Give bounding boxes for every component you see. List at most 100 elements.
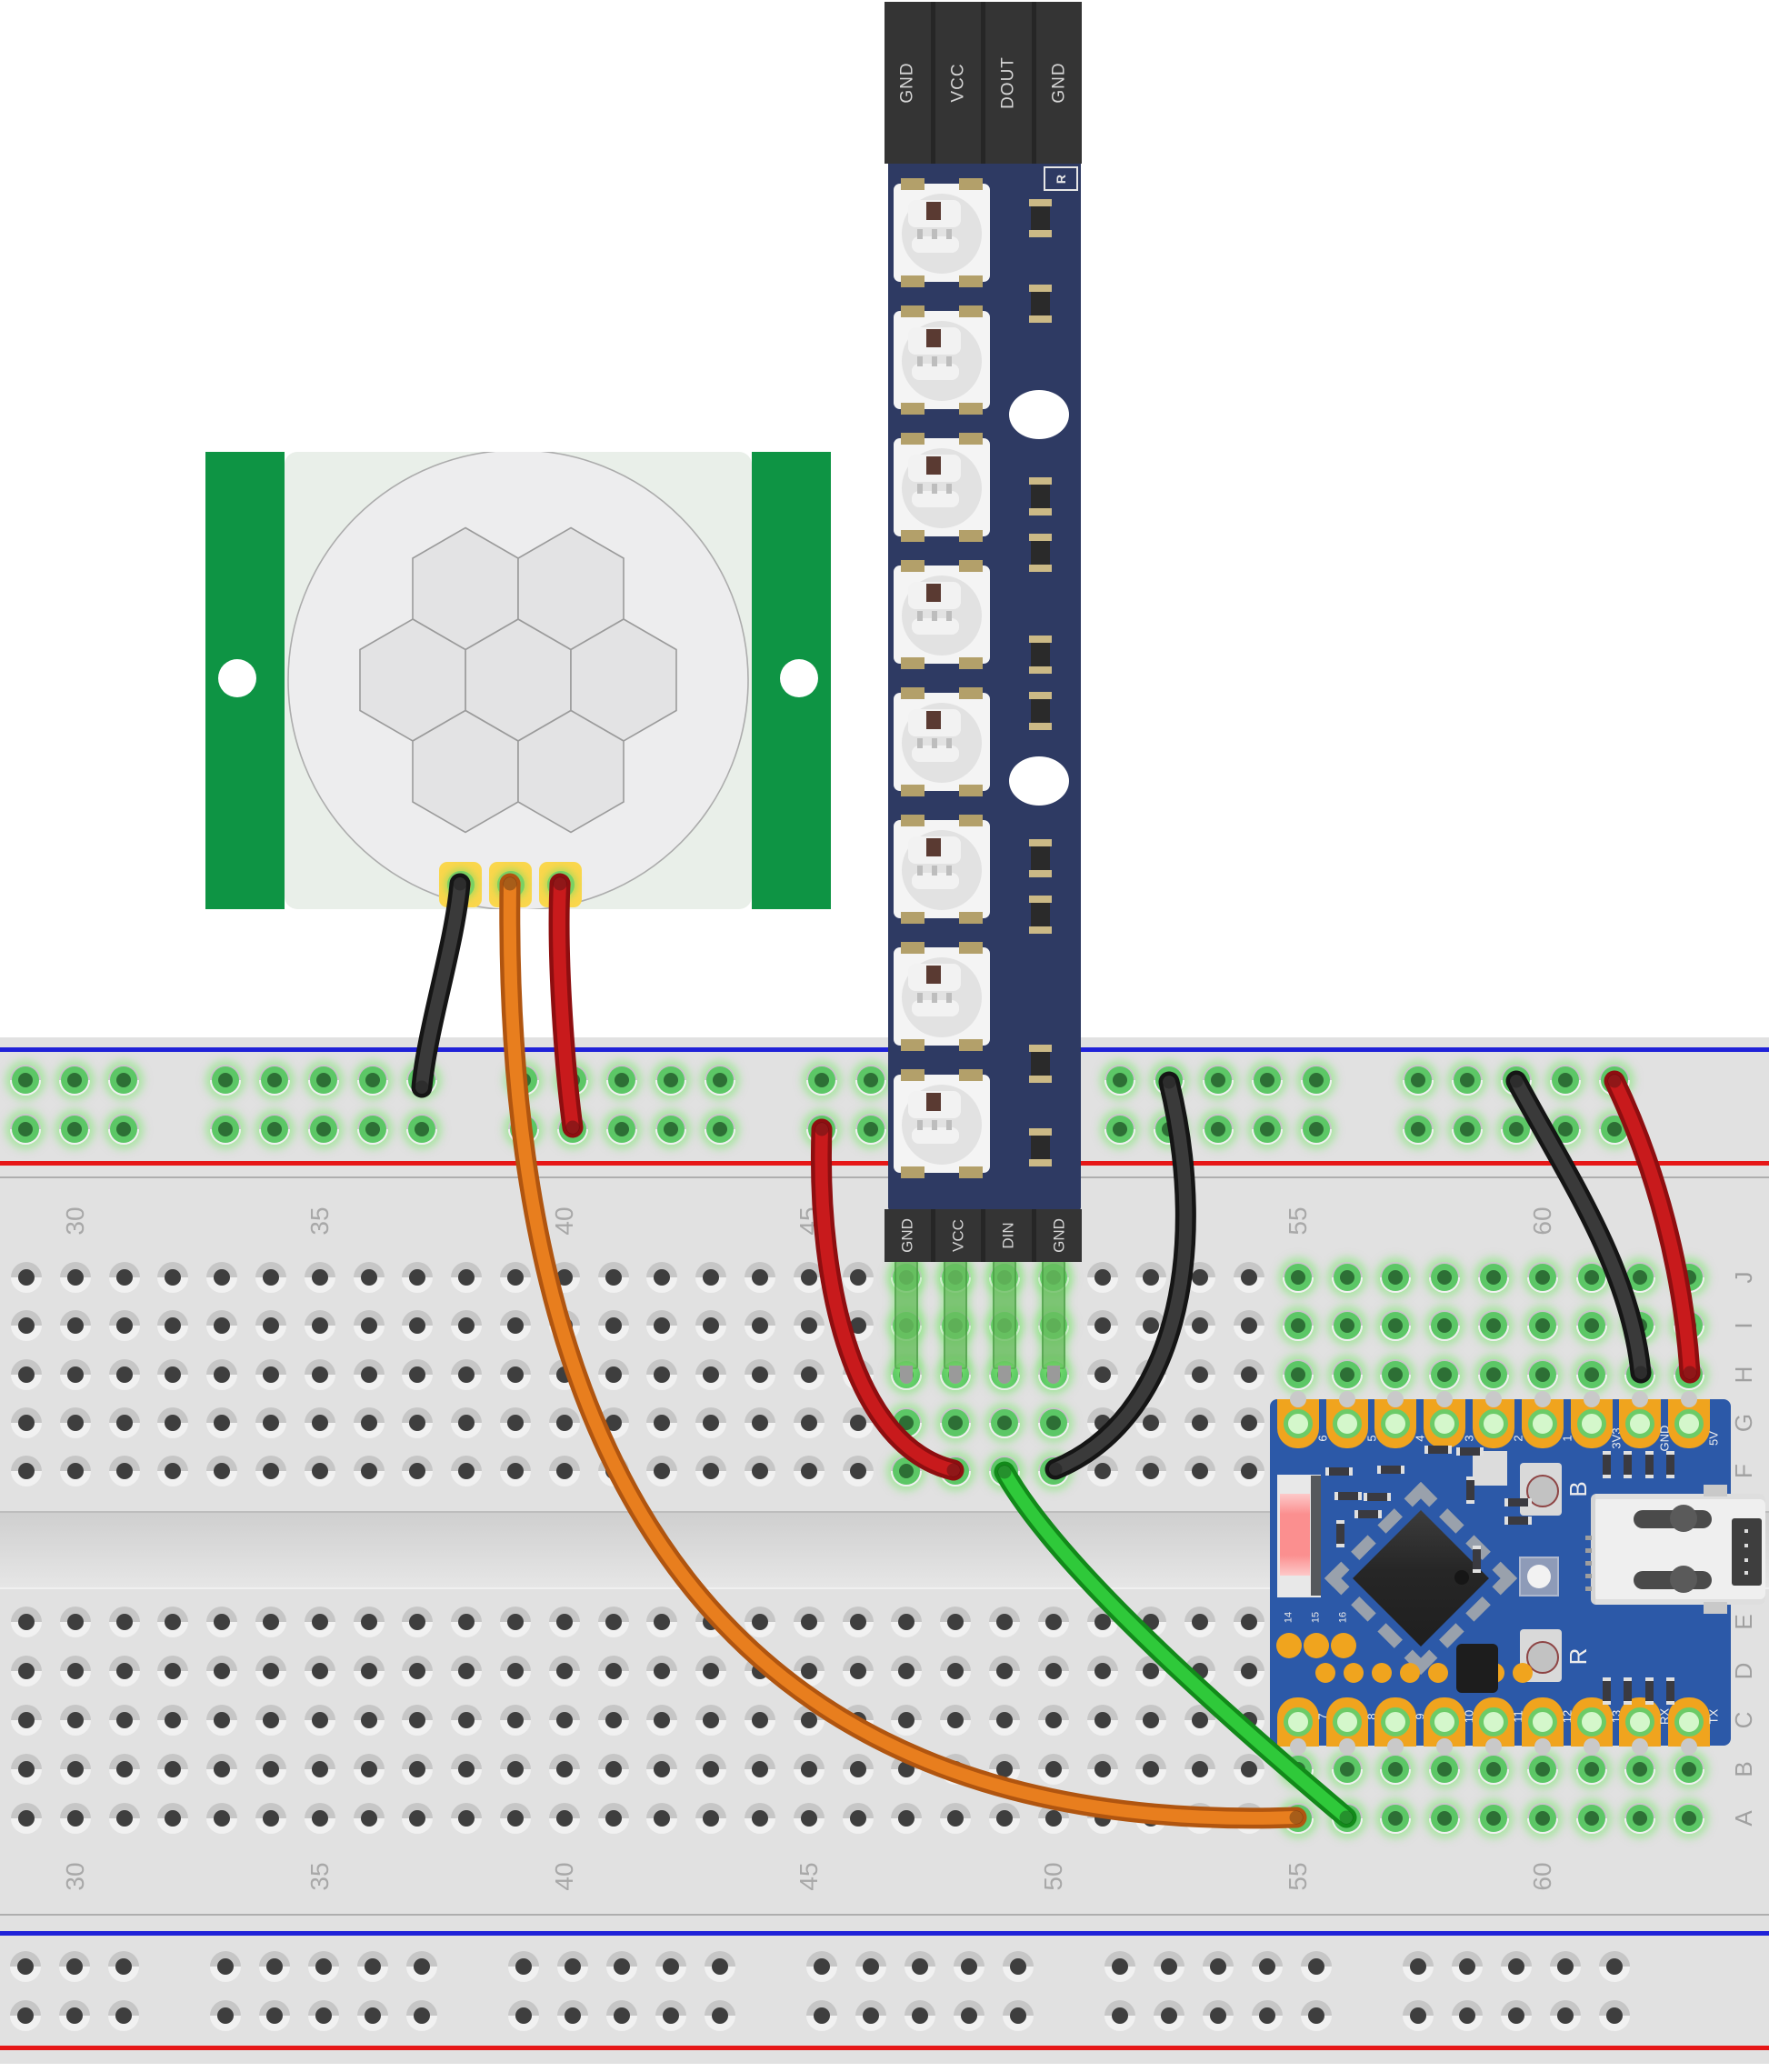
breadboard-hole[interactable] <box>646 1803 678 1834</box>
breadboard-hole[interactable] <box>59 1262 91 1293</box>
breadboard-hole[interactable] <box>954 1951 984 1982</box>
breadboard-hole[interactable] <box>402 1262 434 1293</box>
breadboard-hole[interactable] <box>308 1114 339 1145</box>
breadboard-hole[interactable] <box>940 1803 972 1834</box>
breadboard-hole[interactable] <box>353 1456 385 1486</box>
breadboard-hole[interactable] <box>108 2000 139 2031</box>
breadboard-hole[interactable] <box>1086 1656 1118 1687</box>
breadboard-hole[interactable] <box>745 1607 775 1637</box>
breadboard-hole[interactable] <box>806 2000 837 2031</box>
breadboard-hole[interactable] <box>1037 1656 1069 1687</box>
breadboard-hole[interactable] <box>500 1262 531 1293</box>
breadboard-hole[interactable] <box>597 1310 629 1341</box>
breadboard-hole[interactable] <box>402 1803 434 1834</box>
breadboard-hole[interactable] <box>59 1951 90 1982</box>
breadboard-hole[interactable] <box>646 1359 678 1390</box>
breadboard-hole[interactable] <box>695 1310 727 1341</box>
breadboard-hole[interactable] <box>597 1803 629 1834</box>
breadboard-hole[interactable] <box>1104 2000 1135 2031</box>
breadboard-hole[interactable] <box>451 1456 483 1486</box>
breadboard-hole[interactable] <box>745 1705 775 1736</box>
breadboard-hole[interactable] <box>1203 1065 1234 1096</box>
breadboard-hole[interactable] <box>1184 1754 1216 1785</box>
breadboard-hole[interactable] <box>451 1803 483 1834</box>
breadboard-hole[interactable] <box>402 1754 434 1785</box>
breadboard-hole[interactable] <box>451 1754 483 1785</box>
breadboard-hole[interactable] <box>606 1951 637 1982</box>
breadboard-hole[interactable] <box>806 1065 837 1096</box>
breadboard-hole[interactable] <box>1104 1065 1135 1096</box>
breadboard-hole[interactable] <box>255 1607 286 1637</box>
breadboard-hole[interactable] <box>59 1656 91 1687</box>
breadboard-hole[interactable] <box>402 1705 434 1736</box>
breadboard-hole[interactable] <box>255 1359 286 1390</box>
breadboard-hole[interactable] <box>11 1705 42 1736</box>
breadboard-hole[interactable] <box>500 1754 531 1785</box>
breadboard-hole[interactable] <box>1135 1456 1167 1486</box>
breadboard-hole[interactable] <box>940 1705 972 1736</box>
breadboard-hole[interactable] <box>1135 1705 1167 1736</box>
breadboard-hole[interactable] <box>1003 1951 1034 1982</box>
breadboard-hole[interactable] <box>548 1705 580 1736</box>
breadboard-hole[interactable] <box>308 1951 339 1982</box>
breadboard-hole[interactable] <box>108 1456 140 1486</box>
breadboard-hole[interactable] <box>989 1803 1020 1834</box>
breadboard-hole[interactable] <box>357 2000 388 2031</box>
breadboard-hole[interactable] <box>646 1456 678 1486</box>
breadboard-hole[interactable] <box>108 1656 140 1687</box>
breadboard-hole[interactable] <box>59 1754 91 1785</box>
breadboard-hole[interactable] <box>259 1065 290 1096</box>
breadboard-hole[interactable] <box>210 1951 241 1982</box>
breadboard-hole[interactable] <box>855 1951 886 1982</box>
breadboard-hole[interactable] <box>255 1803 286 1834</box>
breadboard-hole[interactable] <box>451 1705 483 1736</box>
breadboard-hole[interactable] <box>206 1607 238 1637</box>
breadboard-hole[interactable] <box>793 1656 825 1687</box>
breadboard-hole[interactable] <box>1184 1456 1216 1486</box>
breadboard-hole[interactable] <box>108 1262 140 1293</box>
breadboard-hole[interactable] <box>255 1656 286 1687</box>
breadboard-hole[interactable] <box>210 1114 241 1145</box>
breadboard-hole[interactable] <box>11 1262 42 1293</box>
breadboard-hole[interactable] <box>11 1803 42 1834</box>
breadboard-hole[interactable] <box>206 1407 238 1438</box>
breadboard-hole[interactable] <box>695 1754 727 1785</box>
breadboard-hole[interactable] <box>59 1310 91 1341</box>
breadboard-hole[interactable] <box>210 1065 241 1096</box>
breadboard-hole[interactable] <box>402 1656 434 1687</box>
breadboard-hole[interactable] <box>1003 2000 1034 2031</box>
breadboard-hole[interactable] <box>206 1456 238 1486</box>
breadboard-hole[interactable] <box>500 1456 531 1486</box>
breadboard-hole[interactable] <box>508 2000 539 2031</box>
breadboard-hole[interactable] <box>842 1754 874 1785</box>
breadboard-hole[interactable] <box>59 1456 91 1486</box>
breadboard-hole[interactable] <box>793 1803 825 1834</box>
breadboard-hole[interactable] <box>10 1951 41 1982</box>
breadboard-hole[interactable] <box>989 1407 1020 1438</box>
breadboard-hole[interactable] <box>695 1456 727 1486</box>
breadboard-hole[interactable] <box>353 1754 385 1785</box>
breadboard-hole[interactable] <box>308 2000 339 2031</box>
breadboard-hole[interactable] <box>1403 1951 1434 1982</box>
breadboard-hole[interactable] <box>646 1607 678 1637</box>
breadboard-hole[interactable] <box>655 1114 686 1145</box>
breadboard-hole[interactable] <box>500 1803 531 1834</box>
breadboard-hole[interactable] <box>357 1951 388 1982</box>
wire-strip-vcc[interactable] <box>810 1118 964 1481</box>
breadboard-hole[interactable] <box>255 1456 286 1486</box>
breadboard-hole[interactable] <box>406 1114 437 1145</box>
wire-strip-din[interactable] <box>994 1461 1357 1828</box>
breadboard-hole[interactable] <box>745 1754 775 1785</box>
breadboard-hole[interactable] <box>548 1607 580 1637</box>
breadboard-hole[interactable] <box>842 1262 874 1293</box>
breadboard-hole[interactable] <box>402 1607 434 1637</box>
breadboard-hole[interactable] <box>940 1656 972 1687</box>
breadboard-hole[interactable] <box>1086 1754 1118 1785</box>
breadboard-hole[interactable] <box>745 1456 775 1486</box>
breadboard-hole[interactable] <box>793 1310 825 1341</box>
breadboard-hole[interactable] <box>597 1359 629 1390</box>
breadboard-hole[interactable] <box>157 1407 189 1438</box>
breadboard-hole[interactable] <box>402 1407 434 1438</box>
breadboard-hole[interactable] <box>745 1359 775 1390</box>
breadboard-hole[interactable] <box>255 1262 286 1293</box>
